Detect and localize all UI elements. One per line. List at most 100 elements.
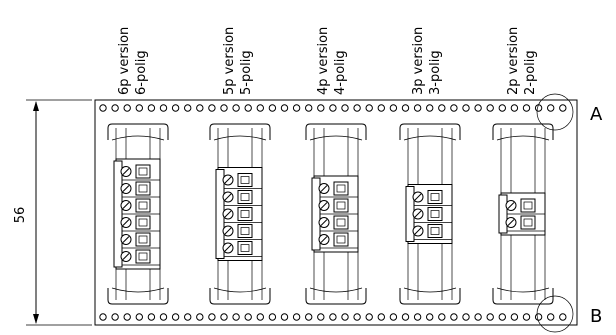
terminal-block-2p — [492, 123, 554, 305]
wire-entry-inner — [138, 167, 148, 176]
mounting-hole — [220, 313, 228, 321]
screw-slot — [122, 219, 130, 226]
mounting-hole — [232, 104, 240, 112]
marker-a-label: A — [590, 104, 603, 125]
mounting-hole — [99, 104, 107, 112]
mounting-hole — [208, 104, 216, 112]
version-6p-line1: 6p version — [117, 27, 132, 95]
wire-entry-inner — [138, 184, 148, 193]
board-outline — [94, 99, 578, 326]
wire-entry-inner — [138, 235, 148, 244]
marker-b-circle — [536, 295, 574, 333]
mounting-hole — [486, 313, 494, 321]
mounting-hole — [220, 104, 228, 112]
mounting-hole — [474, 313, 482, 321]
wire-entry — [135, 198, 151, 213]
mounting-hole — [353, 104, 361, 112]
screw-slot — [320, 185, 328, 192]
screw-slot — [122, 202, 130, 209]
mounting-hole — [522, 313, 531, 321]
wire-entry — [135, 215, 151, 230]
wire-entry-inner — [240, 244, 250, 252]
wire-entry-inner — [430, 227, 440, 235]
mounting-hole — [111, 104, 119, 112]
mounting-hole — [184, 313, 192, 321]
rail-bracket-top — [305, 123, 367, 140]
screw-slot — [224, 210, 232, 218]
version-6p-line2: 6-polig — [134, 50, 149, 95]
screw-slot — [122, 236, 130, 243]
screw-slot — [507, 219, 515, 226]
mounting-hole — [159, 104, 168, 112]
mounting-hole — [341, 313, 349, 321]
screw-slot — [224, 244, 232, 252]
rail-bracket-top — [492, 123, 554, 140]
mounting-hole — [510, 313, 519, 321]
mounting-hole — [196, 104, 204, 112]
mounting-hole — [292, 313, 301, 321]
mounting-hole — [474, 104, 482, 112]
terminal-blocks — [107, 123, 554, 305]
marker-b-label: B — [590, 306, 602, 327]
mounting-hole — [377, 104, 385, 112]
wire-entry — [520, 198, 536, 213]
mounting-hole — [413, 313, 422, 321]
wire-entry-inner — [430, 210, 440, 218]
version-4p-line1: 4p version — [316, 27, 331, 95]
wire-entry-inner — [240, 176, 250, 184]
mounting-hole — [438, 104, 446, 112]
wire-entry-inner — [523, 218, 533, 227]
screw-slot — [122, 185, 130, 192]
wire-entry — [333, 232, 349, 247]
mounting-hole — [522, 104, 531, 112]
rail-bracket-bottom — [107, 288, 169, 305]
rail-arc-bottom — [496, 287, 550, 293]
mounting-hole — [401, 104, 410, 112]
wire-entry — [520, 215, 536, 230]
mounting-hole — [111, 313, 119, 321]
wire-entry — [237, 241, 253, 255]
wire-entry — [333, 181, 349, 196]
top-hole-row — [99, 104, 567, 112]
marker-a-circle — [536, 93, 574, 131]
mounting-hole — [559, 313, 567, 321]
rail-bracket-bottom — [209, 288, 271, 305]
terminal-block-5p — [209, 123, 271, 305]
mounting-hole — [462, 104, 470, 112]
mounting-hole — [510, 104, 519, 112]
mounting-hole — [305, 104, 313, 112]
mounting-hole — [268, 104, 277, 112]
mounting-hole — [280, 313, 289, 321]
screw-slot — [320, 202, 328, 209]
screw-slot — [320, 236, 328, 243]
wire-entry — [427, 207, 443, 221]
screw-slot — [507, 202, 515, 209]
mounting-hole — [123, 104, 131, 112]
mounting-hole — [365, 313, 373, 321]
mounting-hole — [462, 313, 470, 321]
wire-entry — [237, 207, 253, 221]
screw-slot — [224, 193, 232, 201]
screw-slot — [122, 253, 130, 260]
mounting-hole — [498, 313, 506, 321]
mounting-hole — [99, 313, 107, 321]
wire-entry-inner — [138, 201, 148, 210]
screw-slot — [320, 219, 328, 226]
mounting-hole — [547, 104, 555, 112]
version-2p-line1: 2p version — [506, 27, 521, 95]
mounting-hole — [171, 104, 180, 112]
screw-slot — [414, 227, 422, 235]
mounting-hole — [341, 104, 349, 112]
mounting-hole — [353, 313, 361, 321]
wire-entry-inner — [240, 193, 250, 201]
rail-arc-top — [403, 135, 457, 141]
rail-bracket-bottom — [492, 288, 554, 305]
wire-entry-inner — [336, 184, 346, 193]
screw-slot — [224, 176, 232, 184]
terminal-block-3p — [399, 123, 461, 305]
mounting-hole — [305, 313, 313, 321]
rail-bracket-top — [399, 123, 461, 140]
mounting-hole — [171, 313, 180, 321]
mounting-hole — [317, 313, 325, 321]
